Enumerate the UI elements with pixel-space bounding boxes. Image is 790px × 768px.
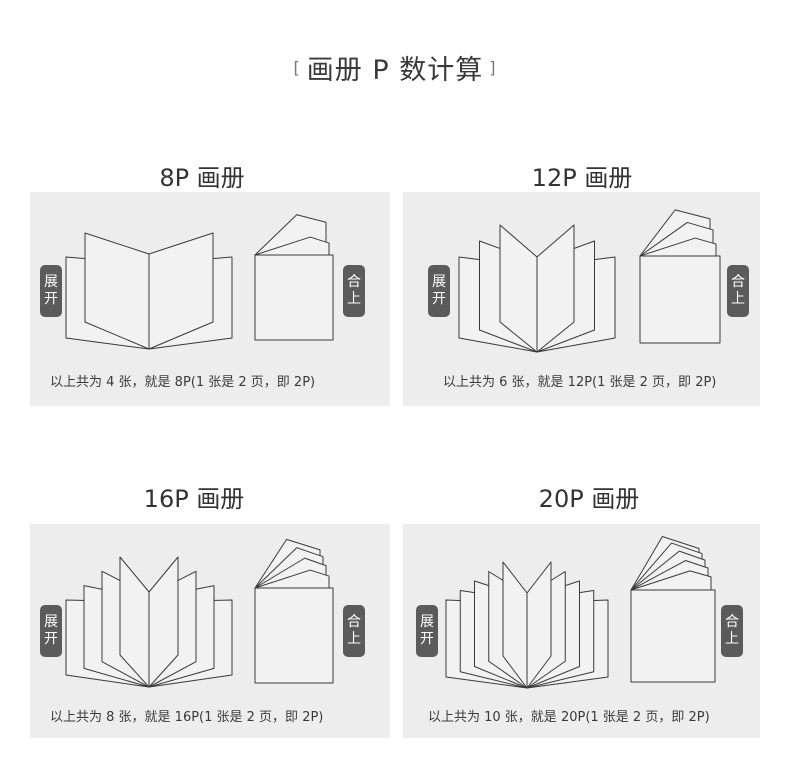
title-bracket-open: [ bbox=[293, 58, 301, 77]
open-label-16p: 展开 bbox=[40, 605, 62, 657]
caption-20p: 以上共为 10 张，就是 20P(1 张是 2 页，即 2P) bbox=[428, 710, 710, 725]
caption-16p: 以上共为 8 张，就是 16P(1 张是 2 页，即 2P) bbox=[50, 710, 324, 725]
open-page-right bbox=[536, 224, 575, 353]
close-label-16p: 合上 bbox=[343, 605, 365, 657]
cell-title-16p: 16P 画册 bbox=[143, 485, 245, 513]
cell-title-20p: 20P 画册 bbox=[538, 485, 640, 513]
open-page-right bbox=[526, 561, 552, 689]
open-label-20p: 展开 bbox=[416, 605, 438, 657]
open-page-right bbox=[148, 232, 214, 350]
page-title-text: 画册 P 数计算 bbox=[306, 55, 484, 86]
title-bracket-close: ] bbox=[489, 58, 497, 77]
close-label-8p: 合上 bbox=[343, 265, 365, 317]
caption-12p: 以上共为 6 张，就是 12P(1 张是 2 页，即 2P) bbox=[443, 375, 717, 390]
caption-8p: 以上共为 4 张，就是 8P(1 张是 2 页，即 2P) bbox=[50, 375, 316, 390]
closed-book-cover bbox=[630, 589, 716, 683]
cell-title-8p: 8P 画册 bbox=[159, 164, 245, 192]
cell-title-12p: 12P 画册 bbox=[531, 164, 633, 192]
page-title: [ 画册 P 数计算] bbox=[0, 48, 790, 87]
open-label-12p: 展开 bbox=[428, 265, 450, 317]
open-page-right bbox=[148, 556, 179, 688]
closed-book-cover bbox=[639, 255, 721, 344]
close-label-12p: 合上 bbox=[727, 265, 749, 317]
open-label-8p: 展开 bbox=[40, 265, 62, 317]
closed-book-cover bbox=[254, 254, 334, 341]
closed-book-cover bbox=[254, 587, 334, 684]
close-label-20p: 合上 bbox=[721, 605, 743, 657]
